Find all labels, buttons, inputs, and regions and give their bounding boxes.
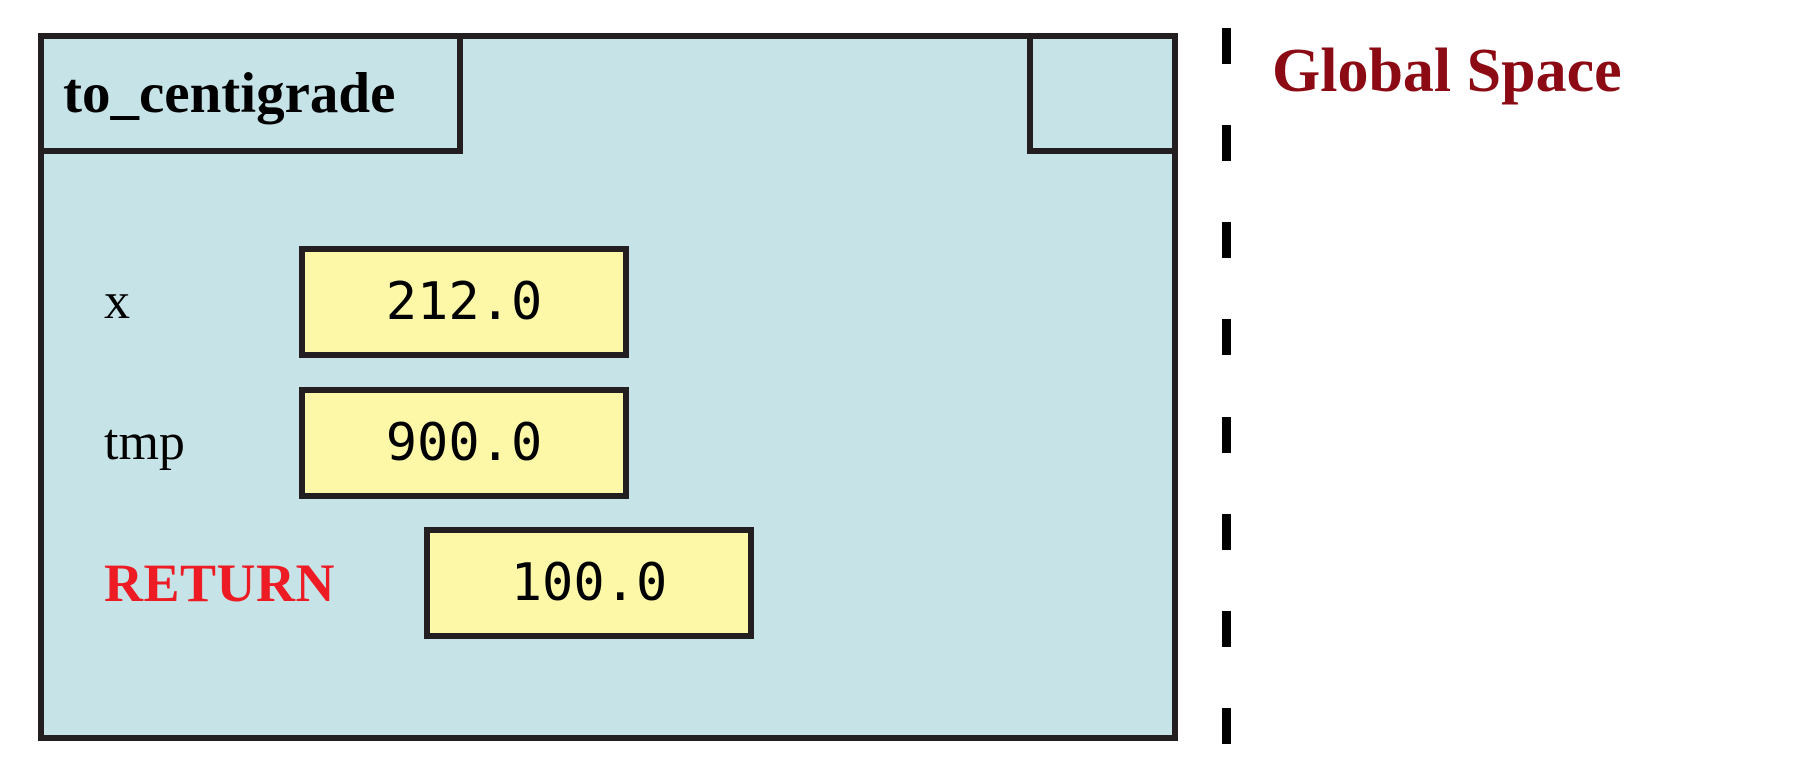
divider-dash [1222, 513, 1231, 550]
dashed-divider [1222, 28, 1231, 744]
variable-row-x: x 212.0 [104, 246, 664, 358]
call-frame: to_centigrade x 212.0 tmp 900.0 RETURN 1… [38, 33, 1178, 741]
variable-value-tmp: 900.0 [385, 413, 543, 473]
divider-dash [1222, 610, 1231, 647]
variable-row-tmp: tmp 900.0 [104, 387, 664, 499]
divider-dash [1222, 28, 1231, 64]
variable-name-tmp: tmp [104, 414, 185, 471]
function-name-label: to_centigrade [63, 61, 396, 125]
global-space-title: Global Space [1272, 37, 1622, 105]
variable-value-box-tmp: 900.0 [299, 387, 629, 499]
variable-value-box-x: 212.0 [299, 246, 629, 358]
call-frame-header: to_centigrade [43, 38, 1173, 154]
variable-value-x: 212.0 [385, 272, 543, 332]
variable-name-x: x [104, 273, 130, 330]
variable-row-return: RETURN 100.0 [104, 527, 834, 639]
return-value: 100.0 [510, 553, 668, 613]
return-label: RETURN [104, 553, 336, 613]
divider-dash [1222, 125, 1231, 162]
frame-corner-cell [1027, 38, 1173, 154]
divider-dash [1222, 416, 1231, 453]
function-name-cell: to_centigrade [43, 38, 463, 154]
return-value-box: 100.0 [424, 527, 754, 639]
divider-dash [1222, 222, 1231, 259]
divider-dash [1222, 707, 1231, 744]
divider-dash [1222, 319, 1231, 356]
